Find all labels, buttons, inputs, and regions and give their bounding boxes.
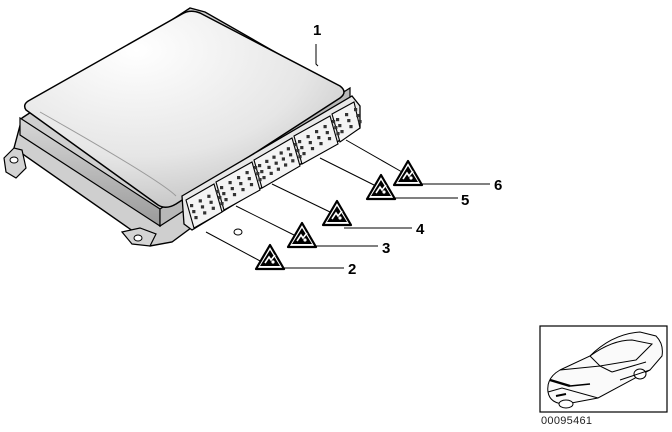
connector-pin: [190, 204, 194, 208]
leader-line-5: [319, 157, 458, 199]
connector-pin: [247, 177, 251, 181]
callout-3: 3: [382, 240, 390, 257]
esd-warning-icon: [254, 243, 286, 271]
connector-pin: [279, 151, 283, 155]
connector-pin: [260, 170, 264, 174]
connector-pin: [256, 172, 260, 176]
esd-warning-icon: [286, 221, 318, 249]
connector-pin: [298, 155, 302, 159]
connector-pin: [286, 147, 290, 151]
connector-pin: [216, 190, 220, 194]
connector-pin: [254, 166, 258, 170]
connector-pin: [300, 146, 304, 150]
connector-pin: [220, 202, 224, 206]
connector-pin: [218, 196, 222, 200]
connector-pin: [294, 143, 298, 147]
connector-pin: [284, 163, 288, 167]
esd-warning-icon: [365, 173, 397, 201]
connector-strip: [181, 95, 362, 231]
connector-pin: [349, 125, 353, 129]
connector-pin: [317, 136, 321, 140]
leader-line-3: [235, 205, 378, 247]
connector-pin: [228, 181, 232, 185]
connector-pin: [289, 153, 293, 157]
connector-pin: [281, 157, 285, 161]
housing-lid: [23, 10, 345, 208]
connector-pin: [230, 187, 234, 191]
connector-pin: [332, 120, 336, 124]
connector-pin: [319, 142, 323, 146]
connector-pin: [347, 119, 351, 123]
connector-pin: [267, 165, 271, 169]
connector-pin: [306, 135, 310, 139]
connector-pin: [237, 176, 241, 180]
connector-pin: [249, 183, 254, 187]
connector-pin: [323, 125, 327, 129]
connector-pin: [232, 193, 237, 197]
connector-pin: [265, 159, 269, 163]
connector-pin: [207, 194, 211, 198]
connector-pin: [239, 182, 243, 186]
connector-pin: [308, 141, 312, 145]
leader-line-1: [315, 44, 319, 67]
connector-pin: [269, 171, 273, 175]
connector-pin: [203, 211, 207, 215]
esd-warning-icon: [321, 199, 353, 227]
connector-pin: [211, 206, 215, 210]
connector-pin: [336, 118, 340, 122]
connector-pin: [325, 131, 329, 135]
callout-2: 2: [348, 261, 356, 278]
connector-pin: [340, 130, 344, 134]
connector-pin: [209, 200, 213, 204]
leader-line-6: [345, 139, 490, 185]
connector-pin: [358, 120, 362, 124]
connector-pin: [327, 137, 332, 141]
leader-line-2: [205, 231, 344, 269]
connector-pin: [302, 152, 306, 156]
callout-5: 5: [461, 192, 469, 209]
connector-pin: [272, 155, 276, 159]
callout-6: 6: [494, 177, 502, 194]
connector-pin: [291, 159, 295, 163]
connector-pin: [354, 108, 358, 112]
connector-pin: [220, 186, 224, 190]
connector-pin: [298, 140, 302, 144]
connector-pin: [198, 199, 202, 203]
connector-pin: [224, 198, 228, 202]
car-icon: [547, 331, 663, 409]
connector-pin: [356, 114, 360, 118]
connector-pin: [194, 216, 198, 220]
connector-pin: [274, 161, 278, 165]
connector-pin: [310, 147, 315, 151]
vehicle-thumbnail: [539, 325, 668, 413]
drawing-number: 00095461: [541, 415, 593, 427]
connector-pin: [276, 167, 280, 171]
connector-pin: [258, 178, 262, 182]
connector-pins: [190, 108, 362, 220]
esd-warning-icon: [392, 159, 424, 187]
connector-pin: [200, 205, 205, 209]
connector-pin: [334, 126, 338, 130]
leader-lines: [205, 44, 490, 269]
connector-pin: [258, 164, 262, 168]
connector-pin: [338, 124, 342, 128]
callout-1: 1: [313, 22, 321, 39]
leader-line-4: [271, 183, 412, 229]
connector-pin: [345, 113, 349, 117]
connector-pin: [241, 188, 245, 192]
control-unit-housing: [3, 7, 351, 247]
connector-pin: [192, 210, 196, 214]
connector-pin: [262, 176, 266, 180]
connector-pin: [222, 192, 226, 196]
connector-pin: [296, 149, 300, 153]
callout-4: 4: [416, 221, 425, 238]
connector-pin: [336, 132, 340, 136]
connector-pin: [315, 130, 319, 134]
connector-pin: [245, 171, 249, 175]
